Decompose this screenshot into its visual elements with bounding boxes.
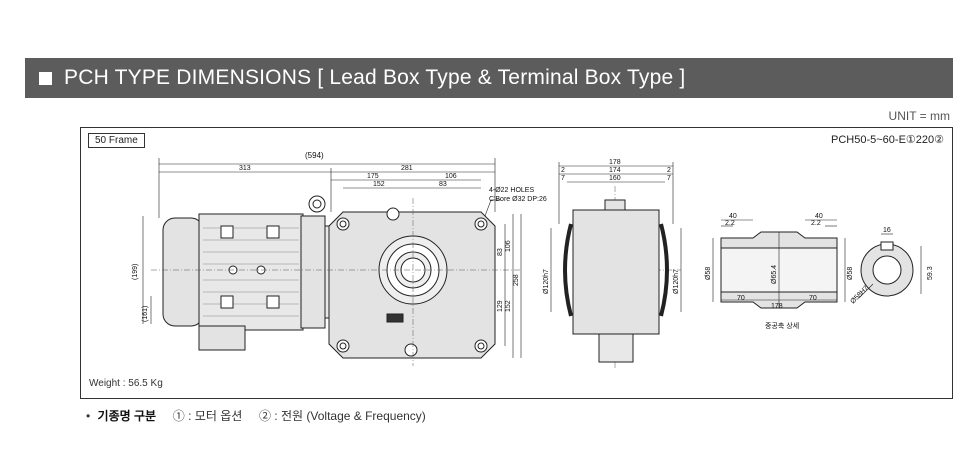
cbore-note: C'Bore Ø32 DP:26 (489, 196, 547, 203)
dim-129: 129 (497, 300, 504, 312)
unit-label: UNIT = mm (888, 109, 950, 123)
dim-654: Ø65.4 (771, 265, 778, 284)
dim-199: (199) (132, 264, 139, 280)
dim-106v: 106 (505, 240, 512, 252)
note-option-1: ① : 모터 옵션 (172, 409, 243, 423)
dimension-drawing: (594) 313 281 175 106 152 83 4-Ø22 HOLES… (132, 151, 934, 368)
dim-22a: 2.2 (725, 220, 735, 227)
hollow-shaft-label: 중공축 상세 (765, 321, 799, 330)
logo-plate (386, 313, 404, 323)
model-code: PCH50-5~60-E①220② (831, 134, 944, 146)
dim-313: 313 (239, 165, 251, 172)
dim-83: 83 (439, 181, 447, 188)
motor-body (198, 213, 304, 331)
dim-174: 174 (609, 167, 621, 174)
lead-box (198, 325, 246, 351)
section-header: PCH TYPE DIMENSIONS [ Lead Box Type & Te… (25, 58, 953, 98)
dim-58h7: Ø58H7 (849, 285, 870, 306)
dim-120a: Ø120h7 (543, 269, 550, 294)
dim-7b: 7 (667, 175, 671, 182)
dim-16: 16 (883, 227, 891, 234)
dim-120b: Ø120h7 (673, 269, 680, 294)
frame-size-tag: 50 Frame (88, 133, 145, 148)
gear-side-view (572, 209, 660, 335)
dim-160: 160 (609, 175, 621, 182)
dim-593: 59.3 (927, 266, 934, 280)
dim-7a: 7 (561, 175, 565, 182)
dim-22b: 2.2 (811, 220, 821, 227)
holes-note: 4-Ø22 HOLES (489, 187, 534, 194)
dim-258: 258 (513, 274, 520, 286)
dim-178: 178 (609, 159, 621, 166)
dim-58b: Ø58 (847, 267, 854, 280)
dim-2b: 2 (667, 167, 671, 174)
model-note: • 기종명 구분 ① : 모터 옵션 ② : 전원 (Voltage & Fre… (86, 407, 426, 424)
note-option-2: ② : 전원 (Voltage & Frequency) (258, 409, 426, 423)
note-label: 기종명 구분 (97, 409, 157, 423)
dim-83v: 83 (497, 248, 504, 256)
drawing-frame: (594) 313 281 175 106 152 83 4-Ø22 HOLES… (80, 127, 953, 399)
dim-178b: 178 (771, 303, 783, 310)
dim-594: (594) (305, 151, 324, 160)
dim-175: 175 (367, 173, 379, 180)
section-title: PCH TYPE DIMENSIONS [ Lead Box Type & Te… (64, 66, 686, 89)
dim-106: 106 (445, 173, 457, 180)
dim-2a: 2 (561, 167, 565, 174)
dim-152v: 152 (505, 300, 512, 312)
dim-70a: 70 (737, 295, 745, 302)
dim-40a: 40 (729, 213, 737, 220)
dim-58a: Ø58 (705, 267, 712, 280)
dim-161: (161) (142, 306, 149, 322)
dim-281: 281 (401, 165, 413, 172)
dim-70b: 70 (809, 295, 817, 302)
motor-end-cap (162, 217, 204, 327)
square-bullet-icon (39, 71, 52, 85)
dim-40b: 40 (815, 213, 823, 220)
weight-label: Weight : 56.5 Kg (89, 378, 163, 389)
dim-152: 152 (373, 181, 385, 188)
bullet-icon: • (86, 409, 91, 423)
